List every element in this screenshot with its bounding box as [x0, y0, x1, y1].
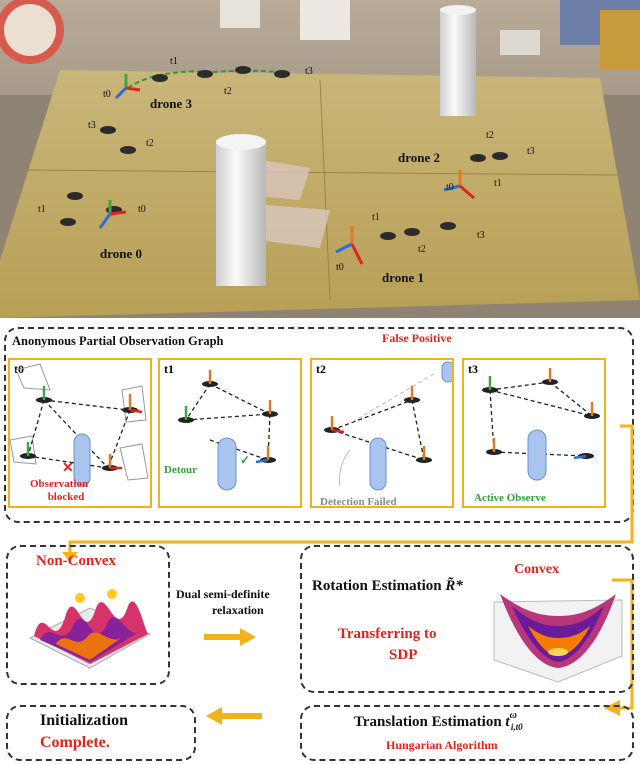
nonconvex-title: Non-Convex: [36, 553, 117, 569]
svg-text:✓: ✓: [240, 453, 250, 467]
svg-text:✕: ✕: [62, 461, 74, 476]
panel-tag: t3: [468, 362, 478, 376]
rotation-title-text: Rotation Estimation: [312, 578, 442, 594]
d3-t0: t0: [103, 89, 111, 100]
panel-t1: t1 ✓ Detour: [158, 358, 302, 508]
rotation-title: Rotation Estimation R̃*: [312, 578, 463, 595]
d1-t1: t1: [372, 212, 380, 223]
caption-detection-failed: Detection Failed: [320, 496, 397, 508]
caption-line1: Observation: [30, 478, 89, 490]
relaxation-label: Dual semi-definite relaxation: [176, 586, 270, 618]
d3-t1: t1: [170, 56, 178, 67]
graph-t3-illustration: [482, 368, 600, 481]
d3-t3: t3: [305, 66, 313, 77]
translation-title-text: Translation Estimation: [354, 714, 502, 730]
d2-t3: t3: [527, 146, 535, 157]
caption-active-observe: Active Observe: [474, 492, 546, 504]
nonconvex-box: [6, 545, 170, 685]
d0-t3: t3: [88, 120, 96, 131]
graph-t1-illustration: ✓: [178, 370, 278, 491]
panel-tag: t2: [316, 362, 326, 376]
transfer-line1: Transferring to: [338, 626, 437, 642]
d1-t2: t2: [418, 244, 426, 255]
translation-sub: i,t0: [510, 722, 523, 732]
d0-t1: t1: [38, 204, 46, 215]
transfer-line2: SDP: [389, 647, 418, 663]
drone-0-label: drone 0: [100, 246, 143, 261]
init-line1: Initialization: [40, 712, 129, 729]
translation-sup: ω: [509, 710, 517, 721]
init-line2: Complete.: [40, 734, 110, 751]
graph-title: Anonymous Partial Observation Graph: [12, 334, 224, 348]
d1-t0: t0: [336, 262, 344, 273]
drone-3-label: drone 3: [150, 96, 193, 111]
d2-t2: t2: [486, 130, 494, 141]
translation-symbol: t: [505, 714, 510, 730]
rotation-symbol: R̃*: [445, 578, 463, 594]
relaxation-line2: relaxation: [211, 603, 264, 617]
rotation-box: [300, 545, 634, 693]
convex-label: Convex: [514, 562, 560, 577]
drone-1-label: drone 1: [382, 270, 425, 285]
d0-t0: t0: [138, 204, 146, 215]
initialization-box: [6, 705, 196, 761]
relaxation-line1: Dual semi-definite: [176, 587, 270, 601]
drone-2-label: drone 2: [398, 150, 441, 165]
graph-t2-illustration: [324, 361, 452, 491]
false-positive-label: False Positive: [382, 331, 452, 345]
transfer-label: Transferring to SDP: [338, 624, 436, 666]
panel-t2: t2 Detection Failed: [310, 358, 454, 508]
caption-line2: blocked: [47, 491, 85, 503]
hungarian-label: Hungarian Algorithm: [386, 738, 498, 752]
convex-surface-plot: [493, 594, 623, 683]
d3-t2: t2: [224, 86, 232, 97]
panel-tag: t1: [164, 362, 174, 376]
d0-t2: t2: [146, 138, 154, 149]
translation-title: Translation Estimation tωi,t0: [354, 710, 529, 732]
panel-t3: t3 Active Observe: [462, 358, 606, 508]
d2-t1: t1: [494, 178, 502, 189]
d1-t3: t3: [477, 230, 485, 241]
lab-scene-illustration: [0, 0, 640, 318]
nonconvex-surface-plot: [28, 589, 152, 669]
graph-t0-illustration: ✕: [10, 363, 149, 487]
translation-box: [300, 705, 634, 761]
d2-t0: t0: [446, 182, 454, 193]
caption-detour: Detour: [164, 464, 197, 476]
experiment-photo: drone 3 drone 0 drone 1 drone 2 t0 t1 t2…: [0, 0, 640, 318]
